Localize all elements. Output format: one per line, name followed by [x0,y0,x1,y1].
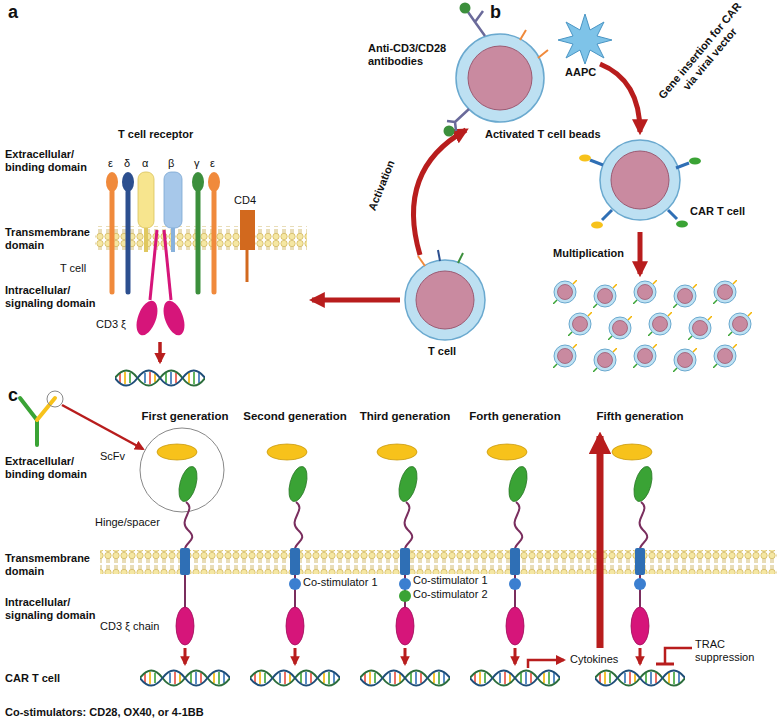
link-arrow [312,298,400,303]
domain-label: Extracellular/ binding domain [5,148,97,174]
chain-label: ε [210,157,215,170]
cell-label: T cell [60,262,86,275]
chain-label: ε [108,157,113,170]
step-label: Multiplication [553,247,624,260]
part-label: Co-stimulator 1 [303,576,378,589]
step-label: Gene insertion for CAR via viral vector [653,0,758,114]
cell-label: CAR T cell [5,672,60,685]
part-label: Anti-CD3/CD28 antibodies [368,42,458,68]
part-label: Co-stimulator 1 [413,574,488,587]
chain-label: γ [194,157,200,170]
chain-label: δ [124,157,130,170]
panel-letter: b [490,2,501,22]
domain-label: Transmembrane domain [5,552,97,578]
part-label: Co-stimulator 2 [413,588,488,601]
generation-title: Fifth generation [585,410,695,423]
part-label: T cell receptor [118,128,193,141]
part-label: CD3 ξ chain [100,620,159,633]
step-label: Activation [366,158,398,212]
part-label: TRAC suppression [695,638,767,664]
part-label: Cytokines [570,653,618,666]
car-generations-illustration [20,391,777,686]
domain-label: Intracellular/ signaling domain [5,284,97,310]
part-label: CD4 [234,194,256,207]
chain-label: α [142,157,148,170]
part-label: AAPC [565,66,596,79]
generation-title: Forth generation [460,410,570,423]
domain-label: Intracellular/ signaling domain [5,596,97,622]
part-label: ScFv [100,450,125,463]
cell-label: Activated T cell beads [485,128,601,141]
cell-label: T cell [428,345,456,358]
part-label: CD3 ξ [96,318,126,331]
domain-label: Extracellular/ binding domain [5,455,97,481]
cell-label: CAR T cell [690,205,745,218]
chain-label: β [168,157,174,170]
generation-title: Third generation [350,410,460,423]
panel-letter: c [8,385,18,405]
panel-letter: a [8,2,18,22]
generation-title: First generation [130,410,240,423]
tcr-illustration [95,172,307,386]
part-label: Hinge/spacer [95,516,160,529]
generation-title: Second generation [240,410,350,423]
domain-label: Transmembrane domain [5,226,97,252]
note: Co-stimulators: CD28, OX40, or 4-1BB [5,706,204,719]
